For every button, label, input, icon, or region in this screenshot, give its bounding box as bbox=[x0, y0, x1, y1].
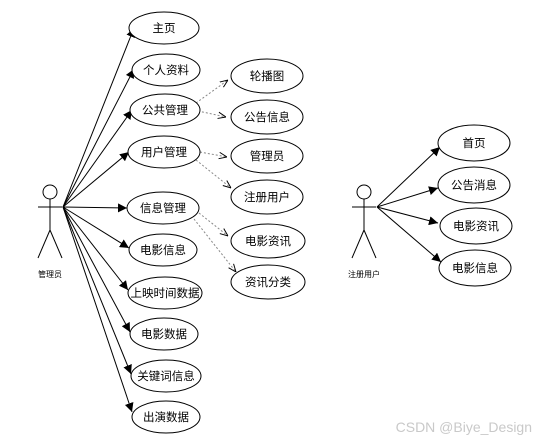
use-case[interactable]: 资讯分类 bbox=[230, 264, 306, 300]
use-case[interactable]: 电影资讯 bbox=[439, 207, 513, 245]
use-case[interactable]: 电影信息 bbox=[128, 233, 198, 267]
assoc-movie-info bbox=[62, 206, 130, 249]
use-case[interactable]: 电影信息 bbox=[438, 249, 512, 287]
assoc-keyword bbox=[62, 206, 132, 375]
svg-text:注册用户: 注册用户 bbox=[244, 190, 290, 204]
assoc-info-mgmt bbox=[62, 203, 128, 213]
admin-associations bbox=[62, 27, 135, 413]
use-case[interactable]: 主页 bbox=[128, 11, 200, 45]
use-case[interactable]: 首页 bbox=[437, 124, 511, 162]
user-associations bbox=[376, 146, 442, 263]
svg-text:公告消息: 公告消息 bbox=[451, 178, 497, 192]
svg-text:电影资讯: 电影资讯 bbox=[453, 219, 499, 233]
use-case[interactable]: 上映时间数据 bbox=[127, 276, 203, 310]
dep-registered bbox=[195, 159, 231, 188]
assoc-profile bbox=[62, 68, 135, 208]
svg-text:资讯分类: 资讯分类 bbox=[245, 275, 291, 289]
use-case[interactable]: 电影数据 bbox=[129, 317, 199, 351]
dep-news-category bbox=[193, 218, 236, 272]
use-case[interactable]: 注册用户 bbox=[230, 179, 304, 215]
svg-text:电影资讯: 电影资讯 bbox=[245, 234, 291, 248]
assoc-u-news bbox=[376, 206, 439, 226]
svg-text:上映时间数据: 上映时间数据 bbox=[131, 286, 200, 300]
svg-text:公共管理: 公共管理 bbox=[142, 103, 188, 117]
svg-text:用户管理: 用户管理 bbox=[141, 145, 187, 159]
svg-text:信息管理: 信息管理 bbox=[140, 201, 186, 215]
svg-text:电影信息: 电影信息 bbox=[452, 261, 498, 275]
assoc-u-home bbox=[376, 146, 441, 208]
use-case[interactable]: 用户管理 bbox=[127, 135, 201, 169]
user-actor-label: 注册用户 bbox=[348, 269, 380, 279]
admin-actor-figure bbox=[37, 184, 63, 259]
assoc-user-mgmt bbox=[62, 151, 130, 208]
svg-text:管理员: 管理员 bbox=[250, 149, 285, 163]
assoc-release-time bbox=[62, 206, 129, 291]
watermark: CSDN @Biye_Design bbox=[396, 419, 532, 435]
assoc-u-movie bbox=[376, 206, 442, 263]
use-case[interactable]: 管理员 bbox=[230, 138, 304, 174]
dep-admins bbox=[199, 151, 227, 157]
dep-carousel bbox=[195, 80, 228, 104]
svg-text:关键词信息: 关键词信息 bbox=[137, 369, 195, 383]
use-case[interactable]: 个人资料 bbox=[131, 53, 201, 87]
svg-text:首页: 首页 bbox=[463, 136, 486, 150]
svg-text:轮播图: 轮播图 bbox=[250, 69, 285, 83]
assoc-cast bbox=[62, 206, 134, 413]
use-case[interactable]: 公告消息 bbox=[437, 166, 511, 204]
admin-actor-label: 管理员 bbox=[38, 269, 62, 279]
svg-text:出演数据: 出演数据 bbox=[143, 410, 189, 424]
svg-text:公告信息: 公告信息 bbox=[244, 110, 290, 124]
sub-relations bbox=[193, 80, 236, 272]
use-case[interactable]: 轮播图 bbox=[230, 58, 304, 94]
use-case[interactable]: 出演数据 bbox=[131, 400, 201, 434]
dep-movie-news bbox=[198, 212, 228, 236]
svg-text:电影数据: 电影数据 bbox=[141, 327, 187, 341]
use-case[interactable]: 电影资讯 bbox=[230, 223, 306, 259]
use-case[interactable]: 关键词信息 bbox=[130, 359, 202, 393]
svg-text:个人资料: 个人资料 bbox=[143, 63, 189, 77]
use-case[interactable]: 公共管理 bbox=[129, 93, 201, 127]
use-case[interactable]: 公告信息 bbox=[230, 99, 304, 135]
svg-text:主页: 主页 bbox=[153, 21, 176, 35]
assoc-u-notice bbox=[376, 186, 439, 208]
svg-text:电影信息: 电影信息 bbox=[140, 243, 186, 257]
assoc-home bbox=[62, 27, 135, 208]
sub-use-cases: 轮播图 公告信息 管理员 注册用户 电影资讯 资讯分类 bbox=[230, 58, 306, 300]
assoc-public-mgmt bbox=[62, 109, 133, 208]
assoc-movie-data bbox=[62, 206, 131, 333]
user-use-cases: 首页 公告消息 电影资讯 电影信息 bbox=[437, 124, 513, 287]
user-actor-figure bbox=[351, 184, 377, 259]
use-case[interactable]: 信息管理 bbox=[126, 191, 200, 225]
admin-use-cases: 主页 个人资料 公共管理 用户管理 信息管理 电影信息 上映时间数据 电影数据 … bbox=[126, 11, 203, 434]
dep-notice bbox=[197, 110, 226, 117]
